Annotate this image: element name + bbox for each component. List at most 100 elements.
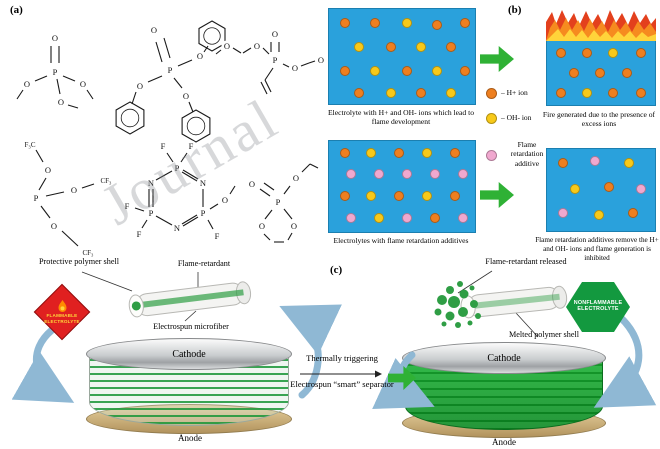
additive-dot xyxy=(636,184,646,194)
svg-text:O: O xyxy=(293,173,299,183)
h-ion-legend-icon xyxy=(486,88,497,99)
svg-text:O: O xyxy=(254,41,260,51)
right-cathode-label: Cathode xyxy=(487,352,521,364)
svg-text:P: P xyxy=(34,193,39,203)
legend-h-ion: – H+ ion xyxy=(486,88,528,99)
svg-text:O: O xyxy=(58,97,64,107)
nonflammable-text-1: NONFLAMMABLE xyxy=(573,300,623,307)
inhibited-caption: Flame retardation additives remove the H… xyxy=(535,236,659,262)
oh-ion-dot xyxy=(446,88,456,98)
h-ion-dot xyxy=(569,68,579,78)
additive-dot xyxy=(402,169,412,179)
h-ion-dot xyxy=(432,20,442,30)
trigger-subtitle: Electrospun “smart” separator xyxy=(290,379,394,389)
h-ion-dot xyxy=(636,48,646,58)
svg-text:O: O xyxy=(52,33,58,43)
arrow-right-top-icon xyxy=(480,46,514,72)
additive-legend-label: Flame retardation additive xyxy=(510,140,544,168)
svg-text:O: O xyxy=(71,185,77,195)
h-ion-dot xyxy=(595,68,605,78)
svg-text:CF₃: CF₃ xyxy=(82,249,94,257)
h-ion-dot xyxy=(450,191,460,201)
legend-oh-ion: – OH- ion xyxy=(486,113,531,124)
electrolyte-ions-panel xyxy=(328,8,476,105)
nonflammable-text-2: ELECTROLYTE xyxy=(577,306,619,312)
svg-text:O: O xyxy=(224,41,230,51)
h-ion-dot xyxy=(394,191,404,201)
svg-text:O: O xyxy=(24,79,30,89)
trigger-title: Thermally triggering xyxy=(306,353,378,363)
arrow-right-bottom-icon xyxy=(480,182,514,208)
additive-dot xyxy=(590,156,600,166)
svg-text:P: P xyxy=(273,55,278,65)
cycle-arrow-left-down-icon xyxy=(11,326,75,403)
panel-c-label: (c) xyxy=(330,264,343,276)
svg-text:O: O xyxy=(292,63,298,73)
h-ion-dot xyxy=(556,88,566,98)
h-ion-dot xyxy=(370,18,380,28)
h-ion-dot xyxy=(556,48,566,58)
h-ion-dot xyxy=(582,48,592,58)
oh-ion-dot xyxy=(416,42,426,52)
released-particles-icon xyxy=(434,281,481,328)
h-ion-dot xyxy=(558,158,568,168)
melted-shell-label: Melted polymer shell xyxy=(508,330,580,339)
leader-microfiber xyxy=(184,310,197,322)
svg-text:O: O xyxy=(259,221,265,231)
leader-released xyxy=(457,270,493,294)
additive-legend-icon xyxy=(486,150,497,161)
svg-text:O: O xyxy=(197,51,203,61)
svg-text:N: N xyxy=(148,178,154,188)
h-ion-dot xyxy=(340,18,350,28)
oh-ion-dot xyxy=(374,213,384,223)
svg-text:O: O xyxy=(183,91,189,101)
fire-electrolyte-panel xyxy=(546,40,656,106)
flammable-badge: FLAMMABLE ELECTROLYTE xyxy=(33,283,91,341)
h-ion-dot xyxy=(446,42,456,52)
flame-retardant-label: Flame-retardant xyxy=(177,259,231,268)
svg-text:O: O xyxy=(137,81,143,91)
svg-text:O: O xyxy=(51,221,57,231)
svg-text:O: O xyxy=(318,55,324,65)
legend-additive: Flame retardation additive xyxy=(486,140,553,168)
microfiber-tube xyxy=(128,281,252,318)
h-ion-dot xyxy=(460,18,470,28)
svg-text:O: O xyxy=(291,221,297,231)
svg-text:P: P xyxy=(53,67,58,77)
svg-text:F: F xyxy=(161,141,166,151)
oh-ion-dot xyxy=(422,191,432,201)
nonflammable-badge: NONFLAMMABLE ELECTROLYTE xyxy=(566,282,630,332)
oh-ion-legend-icon xyxy=(486,113,497,124)
svg-text:O: O xyxy=(80,79,86,89)
oh-ion-legend-label: – OH- ion xyxy=(501,113,532,122)
flammable-text-1: FLAMMABLE xyxy=(46,312,78,318)
svg-text:CF₃: CF₃ xyxy=(100,177,112,185)
additive-dot xyxy=(430,169,440,179)
oh-ion-dot xyxy=(432,66,442,76)
h-ion-dot xyxy=(394,148,404,158)
h-ion-dot xyxy=(628,208,638,218)
svg-text:F: F xyxy=(189,141,194,151)
additive-dot xyxy=(402,213,412,223)
oh-ion-dot xyxy=(354,42,364,52)
svg-text:N: N xyxy=(200,178,206,188)
inhibited-panel xyxy=(546,148,656,232)
cycle-arrow-left-up-icon xyxy=(279,304,342,399)
h-ion-dot xyxy=(340,66,350,76)
oh-ion-dot xyxy=(370,66,380,76)
svg-text:F₃C: F₃C xyxy=(24,141,35,149)
h-ion-dot xyxy=(416,88,426,98)
molecule-trimethyl-phosphate: O P O O O xyxy=(16,32,94,109)
h-ion-dot xyxy=(450,148,460,158)
oh-ion-dot xyxy=(422,148,432,158)
electrolyte-additives-caption: Electrolytes with flame retardation addi… xyxy=(333,236,469,245)
additive-dot xyxy=(558,208,568,218)
h-ion-dot xyxy=(430,213,440,223)
oh-ion-dot xyxy=(624,158,634,168)
